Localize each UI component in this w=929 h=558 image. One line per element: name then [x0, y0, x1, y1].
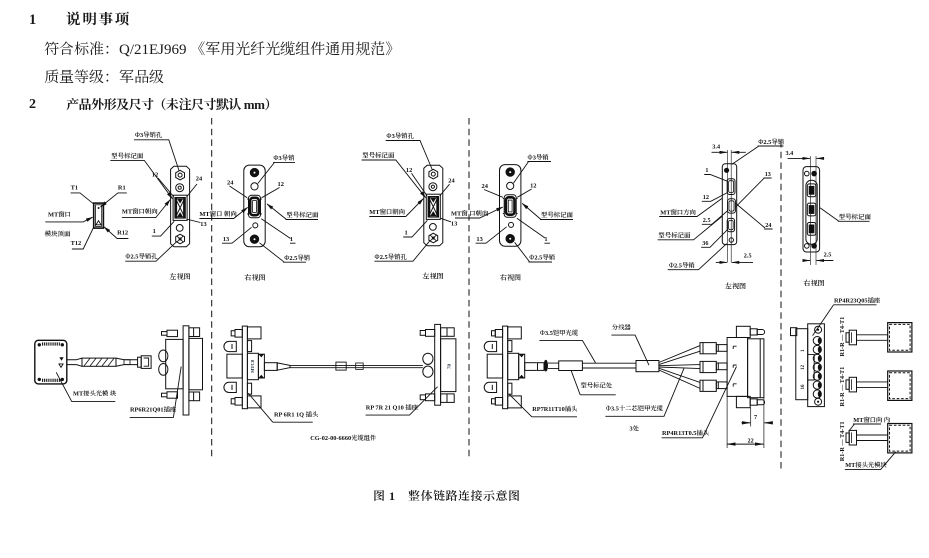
svg-text:Φ3导销孔: Φ3导销孔 — [135, 130, 163, 139]
svg-text:Φ2.5导销: Φ2.5导销 — [529, 253, 556, 262]
svg-text:R1-R — T4-T1: R1-R — T4-T1 — [837, 367, 846, 407]
svg-text:型号标记面: 型号标记面 — [362, 151, 395, 160]
svg-text:1: 1 — [544, 234, 547, 243]
svg-text:型号标记面: 型号标记面 — [541, 210, 574, 219]
svg-text:RP4R23Q05插座: RP4R23Q05插座 — [834, 296, 881, 305]
svg-text:型号标记面: 型号标记面 — [111, 151, 144, 160]
svg-text:MT接头光模块: MT接头光模块 — [845, 460, 887, 469]
svg-text:Φ2.5导销: Φ2.5导销 — [758, 137, 785, 146]
svg-text:3处: 3处 — [630, 424, 640, 433]
svg-text:7B: 7B — [447, 364, 453, 369]
svg-text:MT接头光模 块: MT接头光模 块 — [73, 389, 117, 398]
svg-text:1: 1 — [290, 234, 293, 243]
svg-text:3.4: 3.4 — [786, 148, 794, 157]
svg-text:RP 6R1 1Q 插头: RP 6R1 1Q 插头 — [274, 410, 319, 419]
svg-text:24: 24 — [765, 220, 771, 229]
svg-text:MT窗口: MT窗口 — [48, 209, 71, 218]
svg-text:MT窗口朝向: MT窗口朝向 — [122, 207, 158, 216]
svg-text:型号标记面: 型号标记面 — [839, 212, 872, 221]
svg-text:左视图: 左视图 — [724, 282, 746, 292]
svg-text:2.5: 2.5 — [744, 251, 752, 260]
svg-text:R12: R12 — [117, 228, 128, 237]
svg-text:1: 1 — [705, 165, 708, 174]
svg-text:Φ3.5铠甲光缆: Φ3.5铠甲光缆 — [540, 328, 579, 337]
svg-text:RP4R13T0.5插头: RP4R13T0.5插头 — [662, 428, 710, 437]
svg-text:MT窗口向 内: MT窗口向 内 — [853, 415, 890, 424]
svg-text:CG-02-00-6660光缆组件: CG-02-00-6660光缆组件 — [310, 433, 377, 442]
svg-text:RP6R21Q01插座: RP6R21Q01插座 — [130, 405, 177, 414]
svg-text:13: 13 — [451, 218, 457, 227]
svg-text:Φ3导销: Φ3导销 — [527, 152, 549, 161]
svg-text:T1: T1 — [71, 182, 78, 191]
svg-text:7: 7 — [754, 412, 757, 421]
svg-text:RP 7R 21 Q10 插座: RP 7R 21 Q10 插座 — [366, 403, 419, 412]
svg-text:1: 1 — [153, 226, 156, 235]
svg-text:型号标记处: 型号标记处 — [581, 381, 613, 390]
svg-text:RP7R11T10插头: RP7R11T10插头 — [532, 404, 578, 413]
svg-text:左视图: 左视图 — [422, 272, 444, 282]
svg-text:12: 12 — [278, 179, 284, 188]
svg-text:左视图: 左视图 — [169, 272, 191, 282]
svg-text:R1: R1 — [118, 182, 126, 191]
svg-text:MT窗口方向: MT窗口方向 — [660, 208, 696, 217]
svg-text:R1-R — T4-T1: R1-R — T4-T1 — [837, 422, 846, 462]
svg-text:3.4: 3.4 — [712, 142, 720, 151]
svg-text:24: 24 — [196, 174, 203, 183]
svg-text:Φ2.5导销: Φ2.5导销 — [669, 260, 696, 269]
svg-text:1: 1 — [405, 228, 408, 237]
svg-text:型号标记面: 型号标记面 — [659, 231, 692, 240]
svg-text:右视图: 右视图 — [500, 273, 521, 283]
svg-text:分线器: 分线器 — [612, 323, 632, 332]
svg-text:12: 12 — [406, 165, 412, 174]
svg-text:22: 22 — [748, 435, 754, 444]
svg-text:右视图: 右视图 — [245, 273, 266, 283]
svg-text:16: 16 — [799, 384, 806, 390]
svg-text:型号标记面: 型号标记面 — [287, 210, 320, 219]
svg-text:13: 13 — [200, 219, 206, 228]
svg-text:Φ3.5十二芯铠甲光缆: Φ3.5十二芯铠甲光缆 — [606, 403, 664, 412]
svg-text:13: 13 — [765, 169, 771, 178]
svg-text:12: 12 — [152, 170, 158, 179]
svg-text:模块顶面: 模块顶面 — [45, 229, 71, 238]
svg-text:R1-R — T4-T1: R1-R — T4-T1 — [837, 317, 846, 357]
svg-text:MT窗口 朝向: MT窗口 朝向 — [199, 209, 237, 218]
svg-text:2.5: 2.5 — [703, 215, 711, 224]
svg-text:13: 13 — [223, 234, 229, 243]
svg-text:MTC8: MTC8 — [250, 359, 256, 373]
svg-text:1: 1 — [799, 349, 806, 352]
svg-text:24: 24 — [448, 176, 455, 185]
svg-text:MT窗 口朝向: MT窗 口朝向 — [451, 208, 489, 217]
svg-text:右视图: 右视图 — [804, 279, 825, 289]
svg-text:T12: T12 — [71, 238, 82, 247]
svg-text:MT窗口朝向: MT窗口朝向 — [369, 207, 405, 216]
svg-text:24: 24 — [227, 178, 234, 187]
svg-text:12: 12 — [703, 192, 709, 201]
svg-text:Φ2.5导销孔: Φ2.5导销孔 — [125, 252, 157, 261]
svg-text:2.5: 2.5 — [824, 250, 832, 259]
svg-text:Φ3导销: Φ3导销 — [273, 153, 295, 162]
svg-text:Φ2.5导销: Φ2.5导销 — [284, 253, 311, 262]
svg-text:36: 36 — [702, 238, 708, 247]
svg-text:Φ3导销孔: Φ3导销孔 — [386, 131, 414, 140]
svg-text:13: 13 — [476, 234, 482, 243]
svg-text:12: 12 — [530, 181, 536, 190]
svg-text:12: 12 — [799, 365, 806, 371]
svg-text:24: 24 — [482, 181, 489, 190]
svg-text:Φ2.5导销孔: Φ2.5导销孔 — [374, 252, 406, 261]
